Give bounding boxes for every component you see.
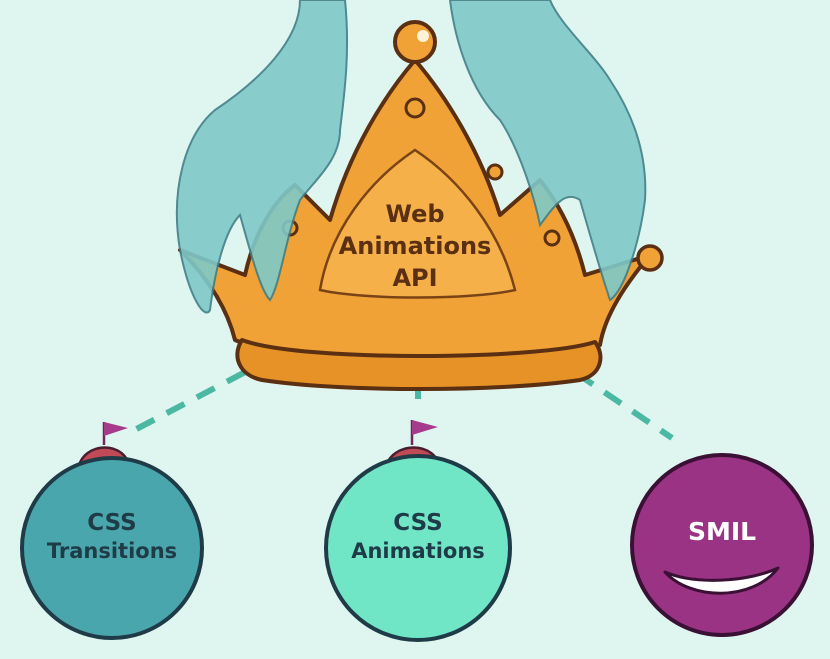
node-circle-animations: [324, 454, 512, 642]
node-css-animations: CSS Animations: [324, 420, 512, 642]
crown-label-line1: Web: [385, 200, 444, 228]
crown-top-orb: [393, 20, 437, 64]
crown-inner-panel: [318, 148, 517, 299]
crown-label-line3: API: [392, 264, 437, 292]
crown-orb-mid: [404, 97, 426, 119]
node-circle-smil: [630, 453, 814, 637]
node-label-smil: SMIL: [688, 517, 756, 546]
node-label-transitions-line1: CSS: [87, 510, 136, 536]
crown-orb-right-inner: [486, 163, 504, 181]
crown-band: [235, 338, 603, 391]
node-css-transitions: CSS Transitions: [20, 422, 204, 640]
crown-orb-right: [543, 229, 561, 247]
node-label-animations-line1: CSS: [393, 510, 442, 536]
connector-smil: [518, 332, 674, 441]
node-label-animations-line2: Animations: [351, 539, 485, 563]
crown: Web Animations API: [178, 20, 664, 391]
crown-orb-highlight: [417, 30, 429, 42]
left-hand-icon: [175, 0, 349, 314]
crown-label-line2: Animations: [339, 232, 492, 260]
node-smil: SMIL: [630, 453, 814, 637]
flag-banner: [412, 420, 438, 435]
right-hand-icon: [448, 0, 647, 302]
node-circle-transitions: [20, 456, 204, 640]
node-label-transitions-line2: Transitions: [47, 539, 177, 563]
smile-icon: [663, 566, 780, 595]
crown-orb-far-right: [636, 244, 664, 272]
flag-banner: [104, 422, 128, 436]
hands: [175, 0, 647, 314]
